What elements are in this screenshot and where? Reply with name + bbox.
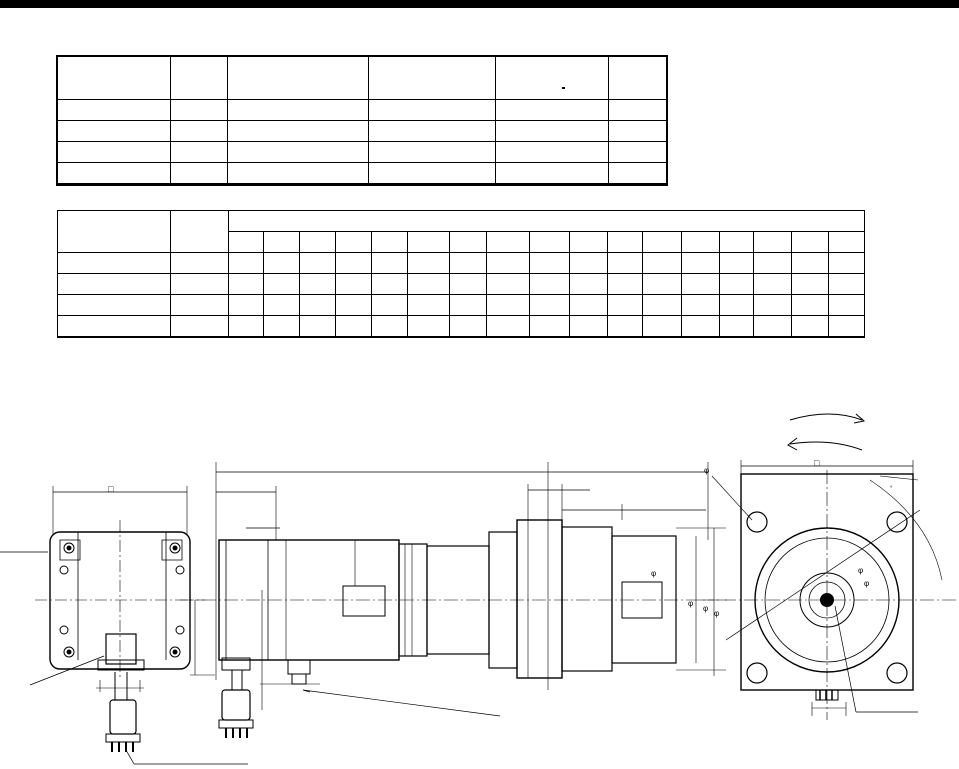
phi-shaft-label: φ [651, 569, 656, 578]
table-row [57, 99, 667, 121]
table-cell [227, 56, 369, 100]
motor-outline-drawing: □ [0, 413, 959, 765]
flange-end-view: □ φ ° φ φ [700, 413, 959, 720]
small-dot-mark [562, 87, 565, 89]
table-row [56, 294, 866, 316]
side-view: φ φ φ φ [180, 462, 730, 738]
dimension-table-bottom [56, 210, 866, 338]
table-row [57, 162, 667, 185]
table-header-row [57, 56, 667, 100]
square-symbol-right: □ [814, 458, 820, 468]
table-subheader-row [58, 231, 866, 253]
top-header-bar [0, 0, 959, 8]
table-header-row [56, 210, 866, 253]
spec-table-top [56, 55, 668, 186]
merged-header-cell [227, 210, 866, 232]
table-row [57, 120, 667, 142]
table-cell [608, 56, 667, 100]
table-row [56, 315, 866, 338]
phi-pcd-label: φ [858, 566, 863, 575]
table-row [57, 141, 667, 163]
table-cell [495, 56, 609, 100]
table-row [56, 273, 866, 295]
table-cell [57, 56, 171, 100]
table-row [56, 252, 866, 274]
phi-flange-label: φ [703, 604, 708, 613]
degree-mark: ° [890, 486, 893, 492]
phi-hole-label: φ [704, 466, 709, 475]
phi-spigot-label: φ [864, 579, 869, 588]
table-cell [170, 210, 229, 253]
table-cell [170, 56, 228, 100]
phi-outer-label: φ [714, 609, 719, 618]
left-end-view: □ [0, 484, 248, 765]
table-cell [368, 56, 496, 100]
table-cell [56, 210, 172, 253]
square-symbol-left: □ [108, 484, 114, 494]
phi-pilot-label: φ [688, 599, 693, 608]
